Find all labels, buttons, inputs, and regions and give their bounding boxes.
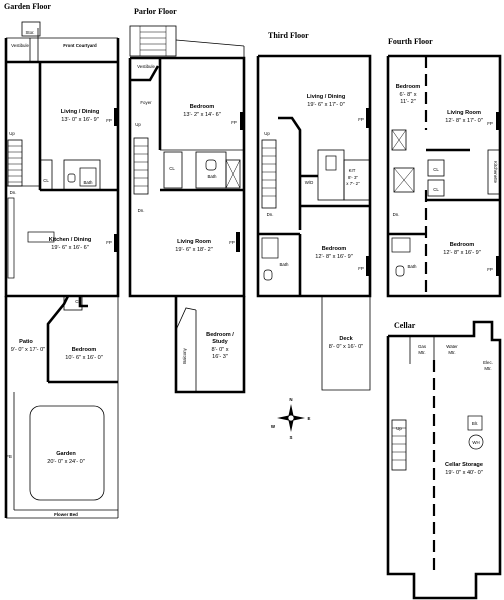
deck-label: Deck	[339, 336, 353, 342]
garden-stairs	[7, 139, 23, 187]
cellar-up-label: Up	[396, 426, 402, 431]
living-dining-dimensions: 13'- 0" x 16'- 9"	[61, 117, 99, 123]
kitchen-label: KIT	[349, 168, 356, 173]
fourth-bedroom-1-dimensions-1: 6'- 8" x	[399, 92, 416, 98]
third-bath-label: Bath	[279, 262, 289, 267]
parlor-living-room-dimensions: 19'- 6" x 18'- 2"	[175, 247, 213, 253]
third-down-label: Dn.	[267, 212, 274, 217]
fireplace-label-2: FP	[106, 240, 112, 245]
study-dimensions-2: 16'- 3"	[212, 354, 228, 360]
electric-meter-label: Elec.	[483, 360, 493, 365]
fourth-fireplace-label-2: FP	[487, 267, 493, 272]
third-floor-title: Third Floor	[268, 31, 309, 40]
fourth-floor-title: Fourth Floor	[388, 37, 433, 46]
deck-dimensions: 8'- 0" x 16'- 0"	[329, 344, 363, 350]
front-courtyard-label: Front Courtyard	[63, 43, 97, 48]
study-label: Bedroom /	[206, 332, 234, 338]
compass-icon: N S E W	[271, 397, 311, 440]
fourth-bedroom-1-dimensions-2: 11'- 2"	[400, 99, 415, 105]
fourth-closet-1-label: CL	[433, 167, 439, 172]
washer-dryer-label: W/D	[305, 180, 314, 185]
fourth-living-room-label: Living Room	[447, 110, 481, 116]
garden-floor-title: Garden Floor	[4, 2, 51, 11]
garden-bedroom-label: Bedroom	[72, 347, 97, 353]
parlor-bedroom-dimensions: 13'- 2" x 14'- 6"	[183, 112, 221, 118]
compass-south-label: S	[290, 435, 293, 440]
cellar-storage-label: Cellar Storage	[445, 462, 483, 468]
bath-label: Bath	[83, 180, 93, 185]
compass-east-label: E	[308, 416, 311, 421]
third-bedroom-dimensions: 12'- 8" x 16'- 9"	[315, 254, 353, 260]
kitchen-dimensions-2: x 7'- 2"	[346, 181, 360, 186]
fourth-bath-label: Bath	[407, 264, 417, 269]
fourth-bedroom-2-dimensions: 12'- 8" x 16'- 9"	[443, 250, 481, 256]
study-dimensions: 8'- 0" x	[211, 347, 228, 353]
closet-2-label: CL	[75, 299, 81, 304]
storage-label: Stor.	[25, 30, 34, 35]
stairs-up-label: Up	[9, 131, 15, 136]
kitchen-dining-label: Kitchen / Dining	[49, 237, 92, 243]
kitchenette-label: Kitchenette	[493, 161, 498, 184]
parlor-floor: Parlor Floor	[128, 7, 246, 394]
garden-floor: Garden Floor	[4, 2, 120, 519]
boiler-label: Blr.	[472, 421, 478, 426]
fireplace-label-1: FP	[106, 118, 112, 123]
water-meter-label-2: Mtr.	[448, 350, 455, 355]
fourth-fireplace-label-1: FP	[487, 121, 493, 126]
parlor-up-label: Up	[135, 122, 141, 127]
balcony-label: Balcony	[182, 347, 187, 363]
gas-meter-label: Gas	[418, 344, 427, 349]
parlor-bath-label: Bath	[207, 174, 217, 179]
flower-bed-side-label: FB	[6, 454, 12, 459]
garden-bedroom-dimensions: 10'- 6" x 16'- 0"	[65, 355, 103, 361]
parlor-floor-title: Parlor Floor	[134, 7, 177, 16]
compass-north-label: N	[289, 397, 292, 402]
foyer-label: Foyer	[140, 100, 152, 105]
kitchen-dimensions-1: 8'- 3"	[348, 175, 358, 180]
kitchen-dining-dimensions: 19'- 6" x 16'- 6"	[51, 245, 89, 251]
parlor-living-room-label: Living Room	[177, 239, 211, 245]
third-fireplace-label-1: FP	[358, 117, 364, 122]
cellar: Cellar Gas Mtr. Water Mtr. Elec. Mtr. Bl…	[386, 320, 502, 600]
flower-bed-label: Flower Bed	[54, 512, 78, 517]
third-living-dining-label: Living / Dining	[307, 94, 346, 100]
parlor-fireplace-label-2: FP	[229, 240, 235, 245]
living-dining-label: Living / Dining	[61, 109, 100, 115]
cellar-storage-dimensions: 19'- 0" x 40'- 0"	[445, 470, 483, 476]
fourth-down-label: Dn.	[393, 212, 400, 217]
vestibule-label: Vestibule	[11, 43, 29, 48]
parlor-bedroom-label: Bedroom	[190, 104, 215, 110]
water-meter-label: Water	[446, 344, 458, 349]
garden-label: Garden	[56, 451, 76, 457]
patio-label: Patio	[19, 339, 33, 345]
fourth-bedroom-1-label: Bedroom	[396, 84, 421, 90]
cellar-title: Cellar	[394, 321, 416, 330]
garden-dimensions: 20'- 0" x 24'- 0"	[47, 459, 85, 465]
fourth-floor: Fourth Floor Bedroom 6'- 8" x 11'- 2" Li…	[386, 37, 502, 298]
third-fireplace-label-2: FP	[358, 266, 364, 271]
fourth-closet-2-label: CL	[433, 187, 439, 192]
water-heater-label: WH	[472, 440, 479, 445]
stairs-down-label: Dn.	[10, 190, 17, 195]
third-floor: Third Floor Living / Dining 19'- 6" x 17…	[256, 31, 372, 391]
parlor-fireplace-label-1: FP	[231, 120, 237, 125]
third-up-label: Up	[264, 131, 270, 136]
study-label-2: Study	[212, 339, 228, 345]
third-bedroom-label: Bedroom	[322, 246, 347, 252]
closet-label: CL	[43, 178, 49, 183]
parlor-closet-label: CL	[169, 166, 175, 171]
third-living-dining-dimensions: 19'- 6" x 17'- 0"	[307, 102, 345, 108]
parlor-down-label: Dn.	[138, 208, 145, 213]
compass-west-label: W	[271, 424, 276, 429]
gas-meter-label-2: Mtr.	[418, 350, 425, 355]
electric-meter-label-2: Mtr.	[484, 366, 491, 371]
patio-dimensions: 9'- 0" x 17'- 0"	[11, 347, 45, 353]
fourth-bedroom-2-label: Bedroom	[450, 242, 475, 248]
fourth-living-room-dimensions: 12'- 8" x 17'- 0"	[445, 118, 483, 124]
parlor-vestibule-label: Vestibule	[137, 64, 155, 69]
